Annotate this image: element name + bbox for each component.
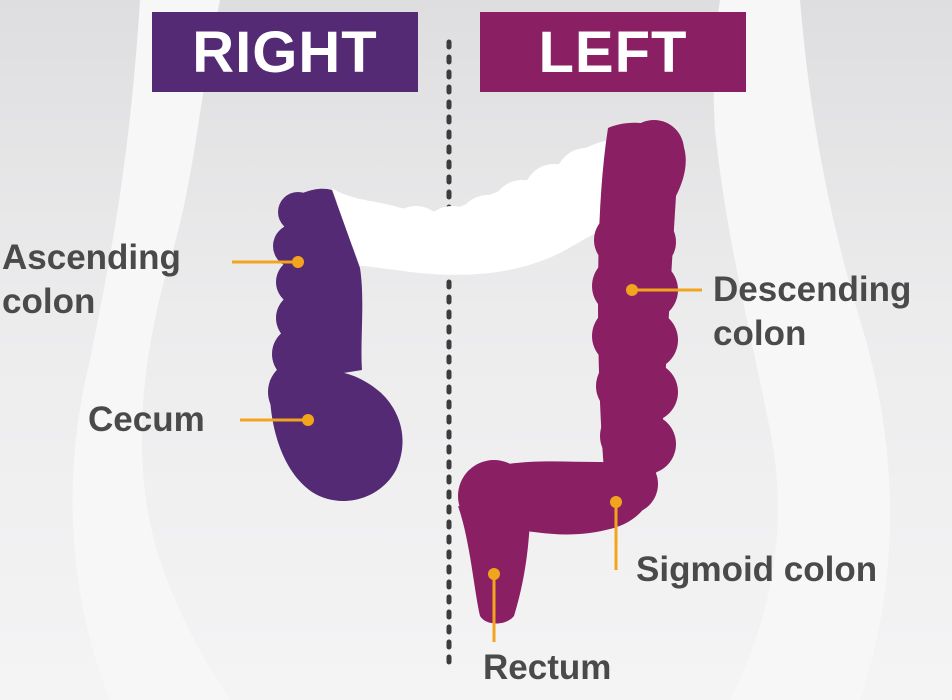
leader-ascending: [232, 256, 304, 268]
label-ascending-colon: Ascending colon: [2, 236, 181, 324]
label-sigmoid-colon: Sigmoid colon: [636, 550, 878, 589]
body-silhouette-right: [713, 0, 890, 700]
label-cecum: Cecum: [88, 400, 205, 439]
descending-colon-shape: [592, 120, 686, 490]
ascending-colon-shape: [272, 188, 363, 382]
banner-right-label: RIGHT: [192, 19, 378, 85]
leader-rectum: [488, 568, 500, 642]
label-descending-line2: colon: [713, 314, 807, 353]
leader-cecum: [240, 414, 314, 426]
label-ascending-line1: Ascending: [2, 238, 181, 277]
leader-descending: [626, 284, 702, 296]
body-silhouette-left: [72, 0, 230, 700]
banner-left-box: [480, 12, 746, 92]
label-ascending-line2: colon: [2, 282, 96, 321]
banner-right-box: [152, 12, 418, 92]
cecum-shape: [268, 360, 403, 501]
leader-sigmoid: [610, 496, 622, 570]
rectum-shape: [458, 506, 530, 624]
label-descending-line1: Descending: [713, 270, 912, 309]
label-descending-colon: Descending colon: [713, 268, 911, 356]
label-rectum: Rectum: [483, 648, 612, 687]
banner-left-label: LEFT: [538, 19, 688, 85]
